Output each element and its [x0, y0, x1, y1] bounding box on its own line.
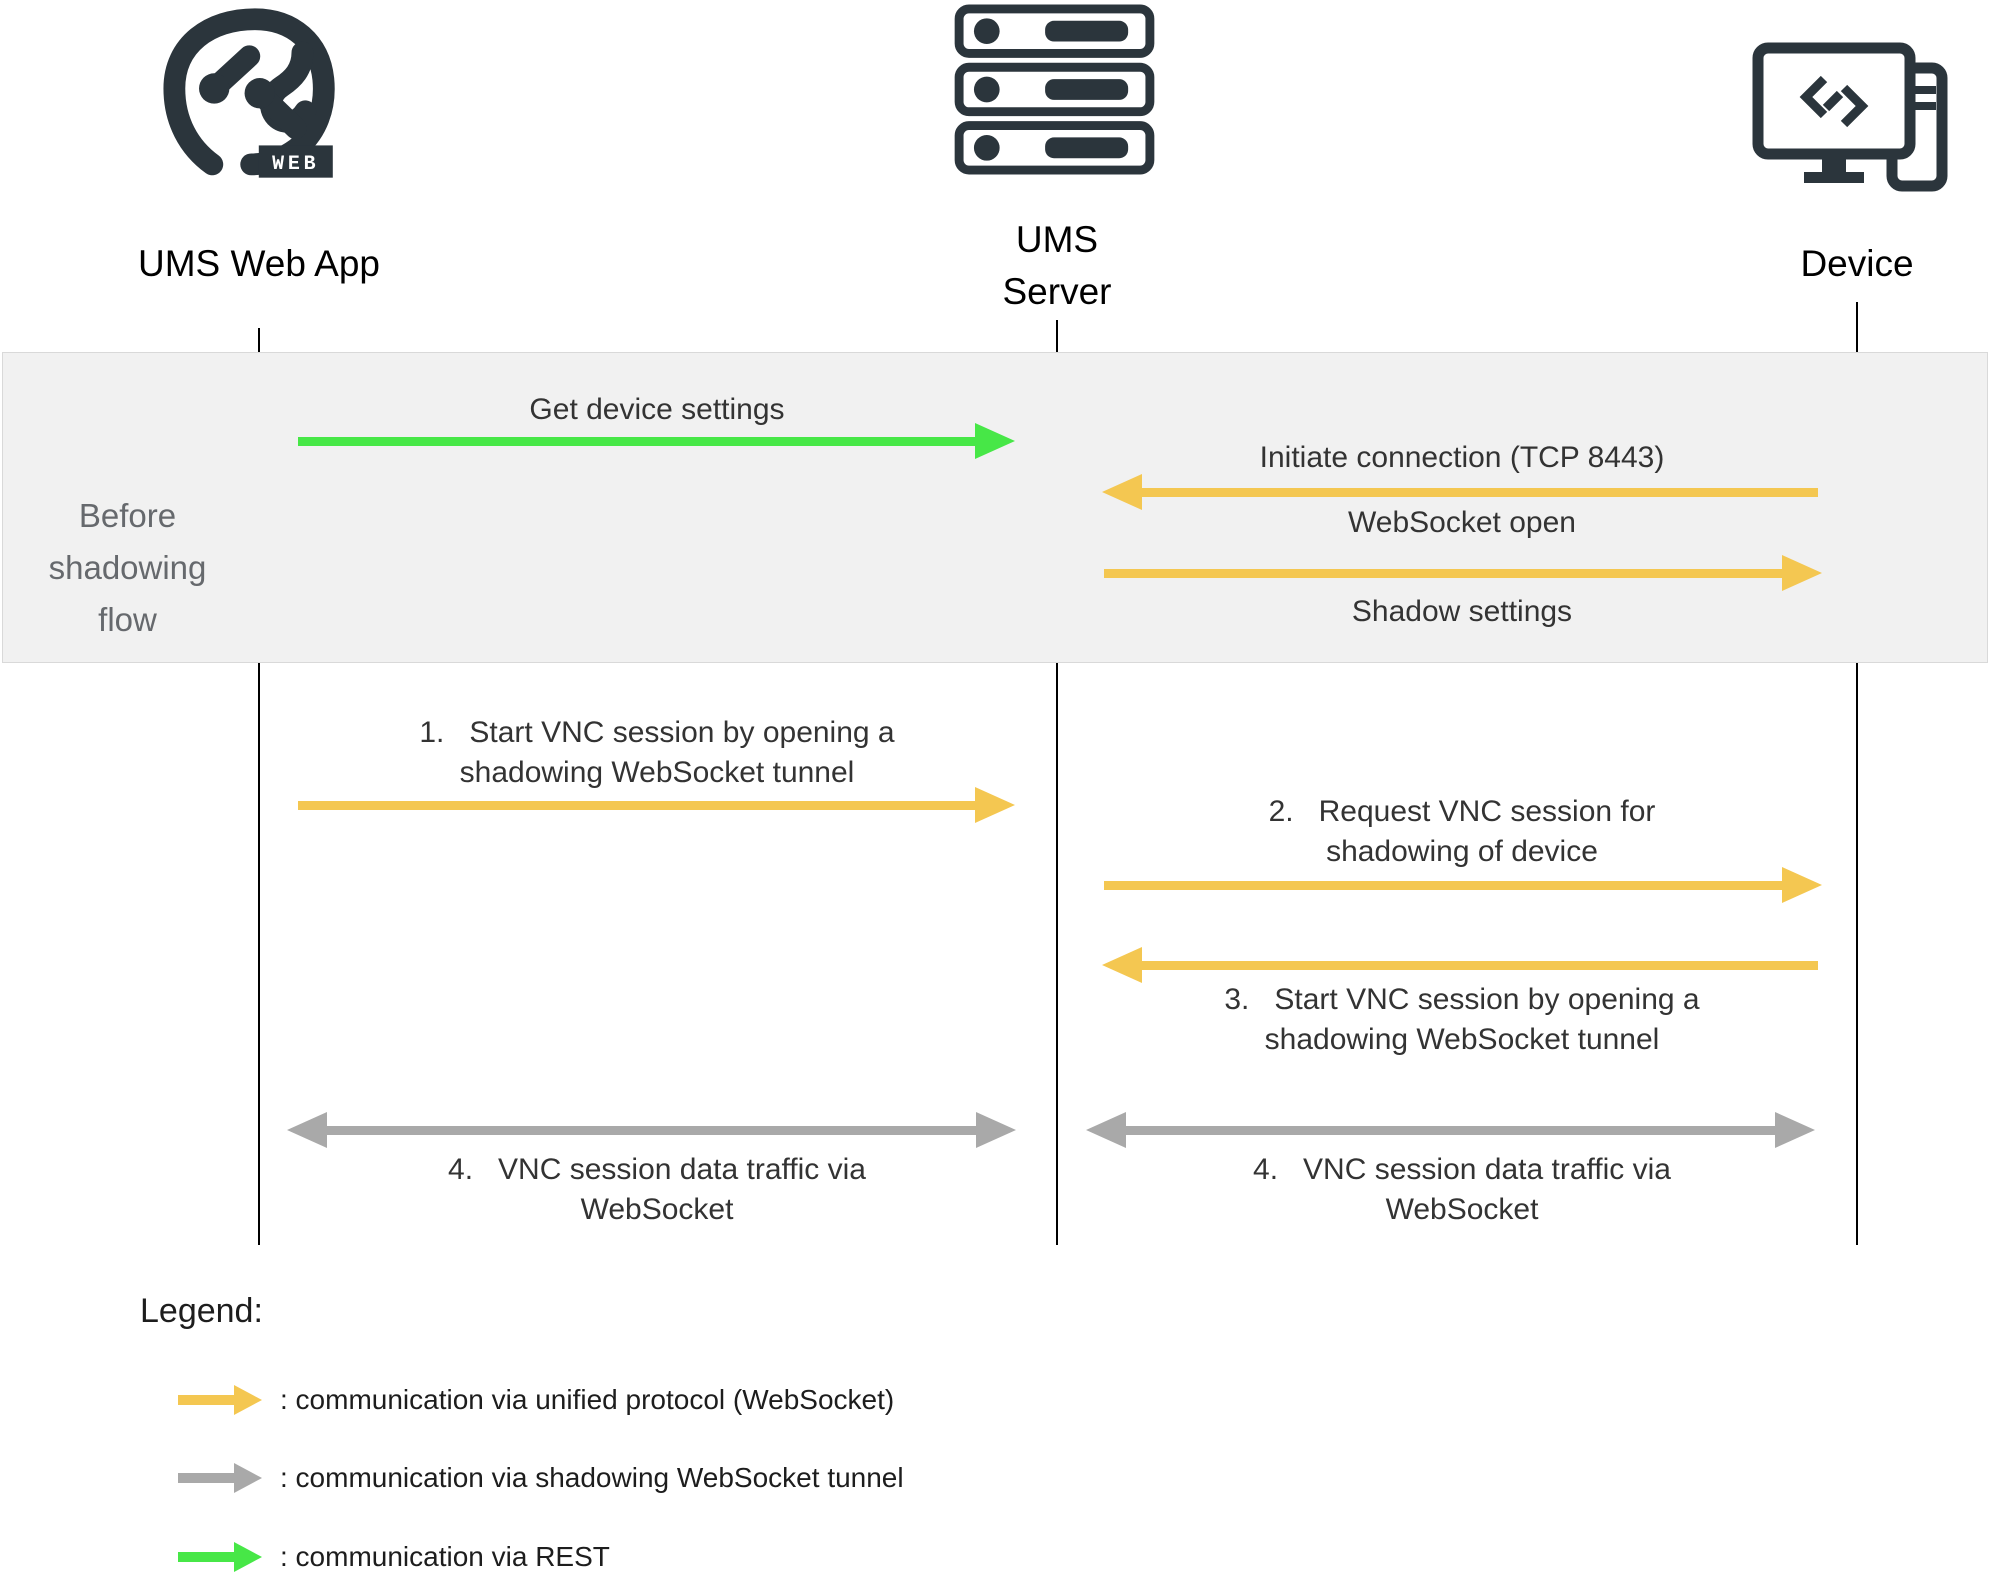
- legend-item-rest: : communication via REST: [280, 1541, 610, 1572]
- arrow-get-device-settings: [298, 422, 1015, 460]
- arrow-initiate-connection: [1102, 473, 1818, 511]
- phase-band-before-shadowing: [2, 352, 1988, 663]
- arrow-head-right-icon: [234, 1385, 262, 1415]
- desktop-computer-icon: [1752, 42, 1952, 192]
- arrow-head-right-icon: [1775, 1112, 1815, 1148]
- message-label-shadow-settings: Shadow settings: [1351, 595, 1573, 628]
- arrow-head-left-icon: [1102, 947, 1142, 983]
- arrow-head-right-icon: [975, 423, 1015, 459]
- lifeline-webapp: [258, 328, 260, 1245]
- green-arrow-icon: [178, 1540, 262, 1574]
- message-label-start-vnc-session-3: 3. Start VNC session by opening a shadow…: [1224, 983, 1700, 1056]
- arrow-head-right-icon: [975, 787, 1015, 823]
- arrow-head-left-icon: [1086, 1112, 1126, 1148]
- gray-arrow-icon: [178, 1461, 262, 1495]
- arrow-shaft: [178, 1552, 234, 1562]
- arrow-shaft: [1142, 960, 1818, 970]
- lifeline-server: [1056, 320, 1058, 1245]
- arrow-shaft: [178, 1395, 234, 1405]
- actor-label-ums-web-app: UMS Web App: [138, 243, 380, 284]
- arrow-shaft: [298, 436, 975, 446]
- actor-label-device: Device: [1800, 243, 1914, 284]
- message-label-get-device-settings: Get device settings: [529, 393, 785, 426]
- message-label-initiate-connection: Initiate connection (TCP 8443): [1259, 441, 1665, 474]
- message-label-start-vnc-session-1: 1. Start VNC session by opening a shadow…: [419, 716, 895, 789]
- actor-label-ums-server: UMS Server: [1002, 219, 1112, 312]
- arrow-head-right-icon: [1782, 867, 1822, 903]
- arrow-head-right-icon: [234, 1463, 262, 1493]
- svg-text:WEB: WEB: [272, 152, 319, 175]
- arrow-head-left-icon: [287, 1112, 327, 1148]
- server-rack-icon: [952, 3, 1157, 175]
- message-label-vnc-traffic-left: 4. VNC session data traffic via WebSocke…: [448, 1153, 866, 1226]
- legend-item-unified-protocol: : communication via unified protocol (We…: [280, 1384, 895, 1415]
- message-label-request-vnc-session-2: 2. Request VNC session for shadowing of …: [1268, 795, 1656, 868]
- lifeline-device: [1856, 302, 1858, 1245]
- arrow-shaft: [1142, 487, 1818, 497]
- arrow-head-left-icon: [1102, 474, 1142, 510]
- arrow-shaft: [1104, 880, 1782, 890]
- arrow-shaft: [327, 1125, 976, 1135]
- arrow-head-right-icon: [234, 1542, 262, 1572]
- phase-band-label: Before shadowing flow: [48, 497, 207, 638]
- message-label-websocket-open: WebSocket open: [1348, 506, 1576, 539]
- arrow-request-vnc-session-2: [1104, 866, 1822, 904]
- arrow-vnc-traffic-right: [1086, 1111, 1815, 1149]
- ums-web-app-logo-icon: WEB: [160, 5, 350, 190]
- yellow-arrow-icon: [178, 1383, 262, 1417]
- arrow-shaft: [1126, 1125, 1775, 1135]
- legend-title: Legend:: [140, 1292, 263, 1330]
- arrow-shadow-settings: [1104, 554, 1822, 592]
- arrow-head-right-icon: [1782, 555, 1822, 591]
- arrow-shaft: [298, 800, 975, 810]
- arrow-start-vnc-session-1: [298, 786, 1015, 824]
- arrow-vnc-traffic-left: [287, 1111, 1016, 1149]
- arrow-start-vnc-session-3: [1102, 946, 1818, 984]
- legend-item-shadowing-tunnel: : communication via shadowing WebSocket …: [280, 1462, 904, 1493]
- message-label-vnc-traffic-right: 4. VNC session data traffic via WebSocke…: [1253, 1153, 1671, 1226]
- arrow-head-right-icon: [976, 1112, 1016, 1148]
- arrow-shaft: [1104, 568, 1782, 578]
- arrow-shaft: [178, 1473, 234, 1483]
